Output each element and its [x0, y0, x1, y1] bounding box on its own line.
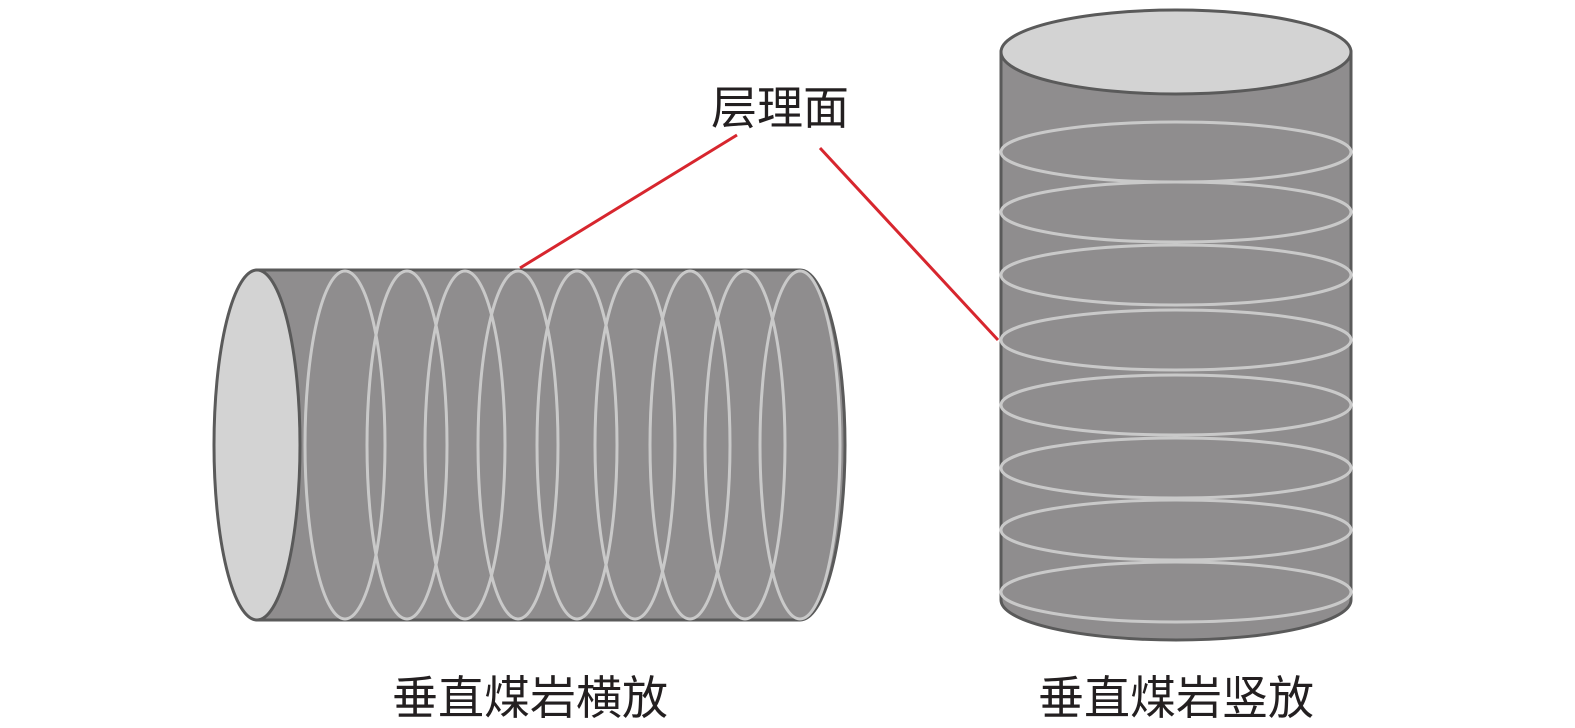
bedding-ring	[999, 560, 1353, 624]
bedding-ring	[999, 243, 1353, 307]
bedding-ring	[423, 269, 507, 621]
horizontal-cylinder	[212, 268, 847, 622]
bedding-ring	[999, 373, 1353, 437]
bedding-plane-label: 层理面	[711, 81, 849, 135]
bedding-ring	[703, 269, 787, 621]
pointer-line-horizontal	[519, 133, 738, 270]
bedding-ring	[648, 269, 732, 621]
bedding-ring	[999, 308, 1353, 372]
bedding-ring	[535, 269, 619, 621]
bedding-ring	[999, 180, 1353, 244]
bedding-ring	[476, 269, 560, 621]
vertical-caption: 垂直煤岩竖放	[1038, 671, 1314, 725]
bedding-ring	[303, 269, 387, 621]
bedding-ring	[758, 269, 842, 621]
pointer-line-vertical	[818, 146, 1000, 342]
vertical-bedding-rings	[999, 120, 1353, 624]
horizontal-cylinder-end-face	[212, 268, 302, 622]
bedding-ring	[593, 269, 677, 621]
vertical-cylinder	[999, 8, 1353, 642]
bedding-ring	[999, 498, 1353, 562]
bedding-ring	[999, 436, 1353, 500]
horizontal-bedding-rings	[303, 269, 842, 621]
bedding-ring	[365, 269, 449, 621]
horizontal-cylinder-body	[255, 268, 847, 622]
vertical-cylinder-top-face	[999, 8, 1353, 96]
horizontal-caption: 垂直煤岩横放	[392, 671, 668, 725]
